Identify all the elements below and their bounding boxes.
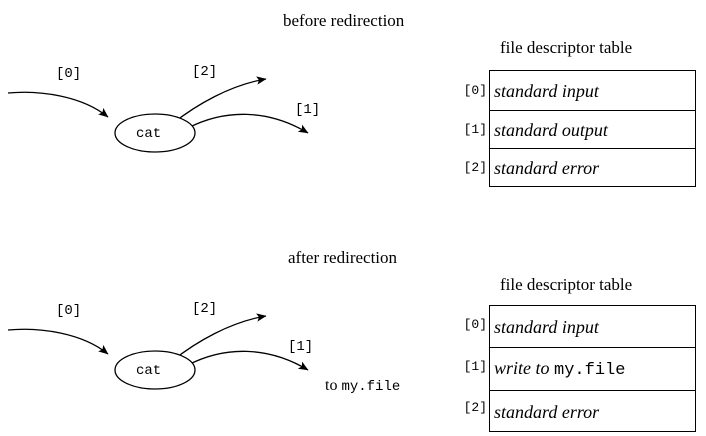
fd-value-1-after-text: write to — [494, 358, 550, 378]
table-caption-before: file descriptor table — [500, 38, 633, 57]
arrow-label-fd0-before: [0] — [56, 66, 82, 82]
fd-value-0-before: standard input — [494, 80, 599, 101]
arrow-fd2-after — [171, 313, 267, 362]
arrow-label-fd0-after: [0] — [56, 303, 82, 319]
arrow-fd0-after — [7, 328, 109, 355]
fd-value-0-after: standard input — [494, 316, 599, 337]
table-row: standard output — [490, 111, 695, 149]
section-title-after: after redirection — [288, 248, 398, 267]
redirect-note-filename: my.file — [341, 379, 401, 395]
fd-index-0-before: [0] — [463, 83, 487, 98]
fd-value-2-before: standard error — [494, 157, 600, 178]
table-row: standard error — [490, 391, 695, 433]
fd-value-1-after: write to my.file — [494, 359, 625, 379]
table-caption-after: file descriptor table — [500, 275, 633, 294]
arrow-fd1-before — [187, 113, 309, 134]
fd-index-1-after: [1] — [463, 359, 487, 374]
redirect-note-after: to my.file — [325, 377, 400, 395]
section-title-before: before redirection — [283, 11, 405, 30]
table-row: standard error — [490, 149, 695, 186]
fd-value-1-after-filename: my.file — [554, 361, 626, 380]
arrow-label-fd2-after: [2] — [192, 301, 218, 317]
arrow-label-fd1-after: [1] — [288, 339, 314, 355]
process-label-after: cat — [136, 363, 162, 379]
arrow-label-fd1-before: [1] — [295, 102, 321, 118]
redirect-note-prefix: to — [325, 377, 338, 394]
arrow-fd0-before — [7, 91, 109, 118]
fd-index-1-before: [1] — [463, 122, 487, 137]
fd-index-2-after: [2] — [463, 400, 487, 415]
fd-table-before: standard input standard output standard … — [489, 70, 696, 187]
table-row: standard input — [490, 306, 695, 348]
fd-table-after: standard input write to my.file standard… — [489, 305, 696, 432]
fd-value-2-after: standard error — [494, 402, 600, 422]
table-row: write to my.file — [490, 348, 695, 391]
fd-value-1-before: standard output — [494, 119, 608, 140]
fd-index-2-before: [2] — [463, 160, 487, 175]
arrow-fd2-before — [171, 76, 267, 125]
table-row: standard input — [490, 71, 695, 111]
arrow-label-fd2-before: [2] — [192, 64, 218, 80]
process-label-before: cat — [136, 126, 162, 142]
fd-index-0-after: [0] — [463, 317, 487, 332]
